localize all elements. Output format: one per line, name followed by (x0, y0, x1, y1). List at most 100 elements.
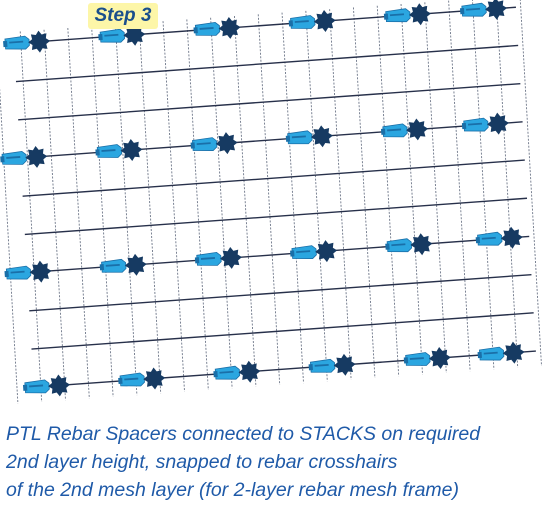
mesh-cross-line (424, 2, 447, 373)
stack-icon (487, 112, 509, 135)
spacer-clip (463, 117, 489, 132)
spacer-clip (385, 8, 411, 23)
mesh-cross-line (19, 31, 43, 403)
ptl-rebar-spacer-icon (461, 112, 509, 135)
ptl-rebar-spacer-icon (288, 10, 336, 32)
ptl-rebar-spacer-icon (99, 253, 147, 276)
stack-icon (120, 139, 143, 161)
spacer-tip (475, 236, 481, 244)
ptl-rebar-spacer-icon (22, 374, 71, 397)
mesh-cross-lines (0, 0, 542, 404)
stack-icon (29, 260, 52, 283)
mesh-cross-line (281, 12, 304, 384)
mesh-cross-line (376, 5, 400, 377)
ptl-rebar-spacer-icon (190, 132, 238, 155)
spacer-tip (22, 384, 28, 391)
step-label: Step 3 (94, 5, 152, 26)
mesh-cross-line (352, 7, 376, 379)
stack-icon (315, 240, 338, 263)
spacer-ridge (196, 142, 211, 146)
ptl-rebar-spacer-icon (98, 23, 146, 46)
spacer-tip (385, 243, 390, 250)
caption: PTL Rebar Spacers connected to STACKS on… (6, 420, 546, 504)
ptl-rebar-spacer-icon (403, 347, 451, 369)
spacer-ridge (387, 128, 402, 132)
spacer-clip (478, 346, 505, 361)
mesh-cross-line (329, 9, 352, 380)
spacer-ridge (105, 263, 120, 267)
stack-icon (48, 374, 71, 397)
stack-icon (333, 353, 356, 376)
spacer-ridge (101, 149, 116, 152)
stack-icon (428, 347, 451, 369)
spacer-clip (191, 137, 218, 151)
mesh-cross-line (448, 0, 471, 372)
mesh-cross-line (472, 0, 495, 370)
ptl-rebar-spacer-icon (475, 226, 523, 249)
spacer-ridge (409, 357, 424, 360)
spacer-tip (4, 270, 9, 278)
stack-icon (485, 0, 508, 20)
stack-icon (28, 30, 51, 53)
mesh-cross-line (519, 0, 542, 367)
ptl-rebar-spacer-icon (193, 16, 241, 39)
mesh-cross-line (186, 19, 209, 391)
stack-icon (313, 10, 336, 32)
ptl-rebar-spacer-icon (290, 240, 338, 263)
spacer-ridge (296, 250, 311, 254)
spacer-clip (405, 352, 431, 366)
mesh-main-line (15, 44, 519, 83)
mesh-cross-line (495, 0, 519, 368)
mesh-cross-line (91, 26, 114, 397)
spacer-clip (382, 123, 408, 138)
stack-icon (143, 367, 166, 390)
stack-icon (124, 253, 147, 276)
spacer-ridge (483, 351, 498, 355)
mesh-main-line (29, 273, 532, 312)
spacer-ridge (9, 40, 24, 44)
spacer-clip (96, 144, 123, 158)
spacer-tip (403, 357, 409, 364)
ptl-rebar-spacer-icon (3, 30, 51, 53)
stack-icon (123, 23, 146, 46)
spacer-ridge (466, 7, 481, 11)
spacer-tip (288, 20, 294, 27)
ptl-rebar-spacer-icon (118, 367, 166, 390)
caption-line-3: of the 2nd mesh layer (for 2-layer rebar… (6, 479, 460, 501)
ptl-rebar-spacer-icon (4, 260, 52, 283)
caption-line-1: PTL Rebar Spacers connected to STACKS on… (6, 423, 481, 445)
spacer-ridge (104, 33, 119, 37)
spacer-clip (309, 358, 336, 373)
spacer-clip (119, 372, 145, 387)
spacer-tip (95, 149, 100, 156)
spacer-tip (213, 370, 218, 378)
spacer-ridge (314, 363, 329, 367)
mesh-cross-line (138, 22, 162, 394)
spacer-clip (290, 15, 316, 29)
spacer-tip (461, 122, 467, 130)
mesh-main-line (13, 6, 516, 45)
spacer-ridge (467, 122, 483, 126)
spacer-clip (477, 231, 503, 246)
spacer-clip (4, 35, 30, 50)
stack-icon (409, 3, 431, 26)
stack-icon (410, 233, 433, 256)
spacer-tip (308, 364, 313, 371)
caption-line-2: 2nd layer height, snapped to rebar cross… (6, 451, 398, 473)
ptl-rebar-spacer-icon (194, 246, 242, 269)
spacer-tip (98, 33, 103, 41)
mesh-main-line (31, 312, 534, 350)
spacer-ridge (219, 370, 234, 374)
spacer-clip (24, 379, 50, 394)
ptl-rebar-spacer-icon (308, 353, 356, 376)
mesh-cross-line (0, 86, 19, 404)
stack-icon (500, 226, 523, 249)
mesh-cross-line (400, 3, 423, 375)
ptl-rebar-spacer-icon (459, 0, 508, 20)
spacer-ridge (391, 243, 406, 247)
spacer-tip (380, 128, 386, 135)
spacer-clip (214, 365, 241, 380)
spacer-tip (193, 27, 198, 34)
spacer-group (0, 0, 525, 397)
